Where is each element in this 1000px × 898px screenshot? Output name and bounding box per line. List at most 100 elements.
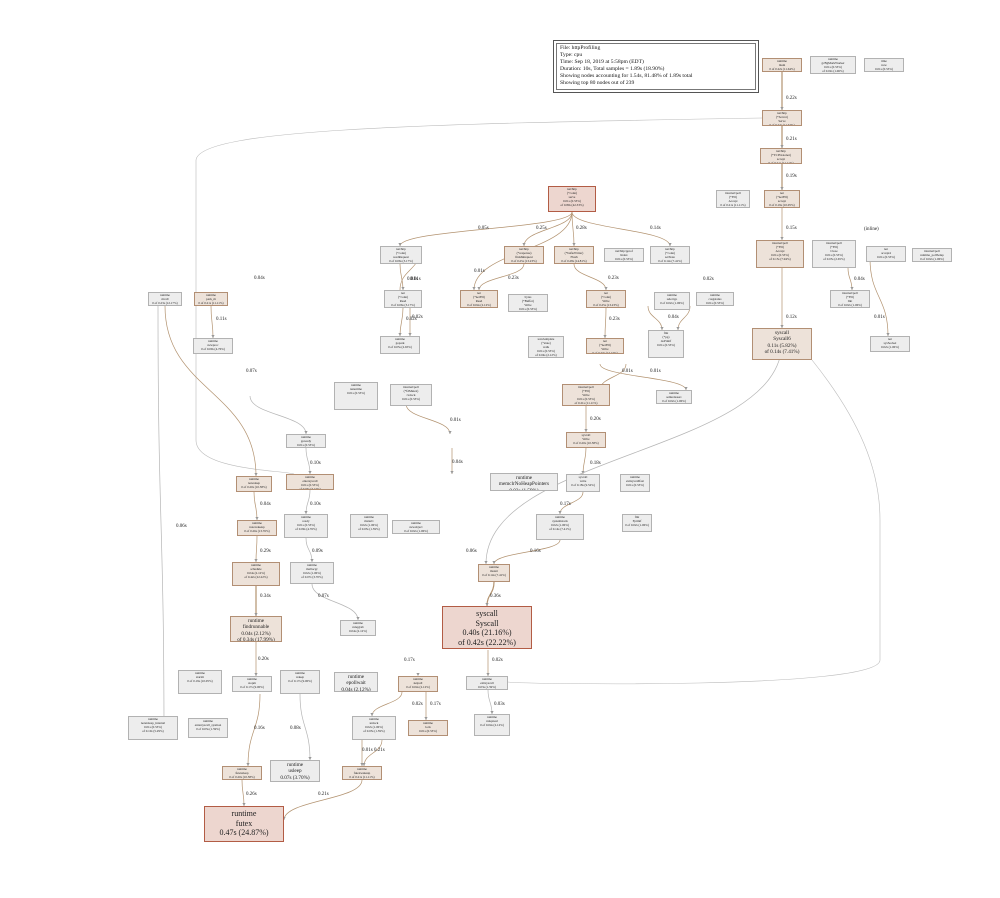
node-text-line: of 0.15s (7.94%) — [769, 256, 791, 261]
edge-weight-label: 0.02s — [412, 315, 423, 320]
node-text-line: 0.01s (0.53%) — [537, 348, 555, 353]
node-text-line: of 0.21s (11.11%) — [574, 400, 598, 405]
node-text-line: sysSocket — [883, 340, 897, 345]
edge-weight-label: 0.12s — [786, 315, 797, 320]
node-text-line: gopark — [395, 340, 405, 345]
node-text-line: 0.40s (21.16%) — [462, 628, 512, 637]
node-text-line: runtime — [148, 717, 158, 721]
node-text-line: 0 of 0.02s (1.06%) — [404, 528, 428, 533]
graph-edge-arrow — [780, 145, 784, 148]
node-text-line: park_m — [206, 296, 216, 301]
node-text-line: runtime — [630, 475, 640, 479]
node-text-line: of 0.07s (3.70%) — [301, 574, 323, 579]
edge-weight-label: 0.21s — [374, 748, 385, 753]
node-text-line: Index — [620, 252, 628, 257]
node-text-line: rwlock — [406, 392, 416, 397]
node-text-line: runtime — [395, 337, 405, 341]
node-text-line: 0 of 0.09s (4.76%) — [201, 346, 225, 351]
node-text-line: runtime — [305, 475, 315, 479]
node-text-line: runtime — [347, 674, 365, 680]
node-text-line: internal/poll — [403, 385, 419, 389]
graph-edge — [604, 307, 607, 339]
node-text-line: runtime — [251, 563, 261, 567]
edge-weight-label: 0.17s — [430, 702, 441, 707]
node-text-line: runtime — [413, 677, 423, 681]
edge-weight-label: 0.23s — [608, 276, 619, 281]
node-text-line: runtime — [203, 719, 213, 723]
node-text-line: net/http — [569, 247, 579, 251]
